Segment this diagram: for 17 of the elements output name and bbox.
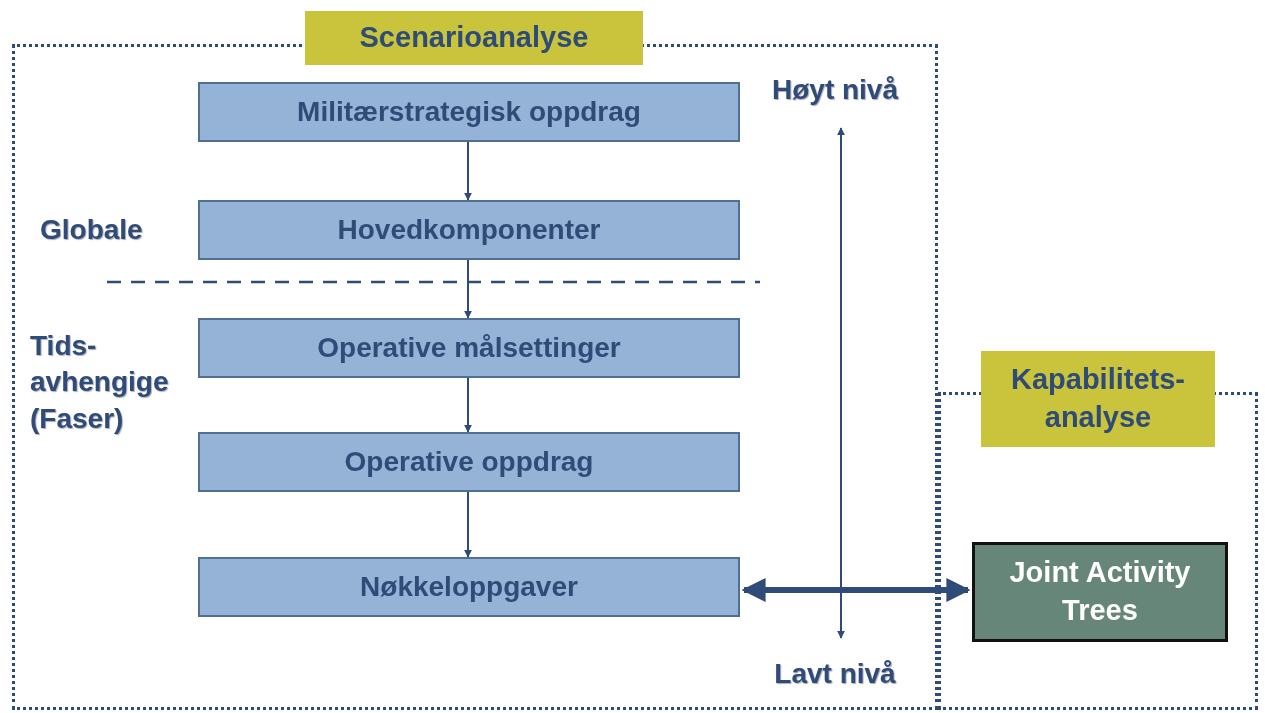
level-label: Globale [40, 213, 144, 247]
arrow [741, 578, 971, 602]
region-title: Scenarioanalyse [305, 11, 643, 65]
activity-box: Joint Activity Trees [972, 542, 1228, 642]
process-box: Nøkkeloppgaver [198, 557, 740, 617]
level-label: Høyt nivå [771, 73, 899, 107]
arrow [464, 141, 472, 201]
arrow [464, 259, 472, 319]
process-box: Hovedkomponenter [198, 200, 740, 260]
level-label: Tids- avhengige (Faser) [30, 329, 170, 436]
level-label: Lavt nivå [773, 657, 897, 691]
process-box: Operative oppdrag [198, 432, 740, 492]
arrow [464, 491, 472, 558]
region-title: Kapabilitets- analyse [981, 351, 1215, 447]
arrow [464, 377, 472, 433]
process-box: Militærstrategisk oppdrag [198, 82, 740, 142]
process-box: Operative målsettinger [198, 318, 740, 378]
